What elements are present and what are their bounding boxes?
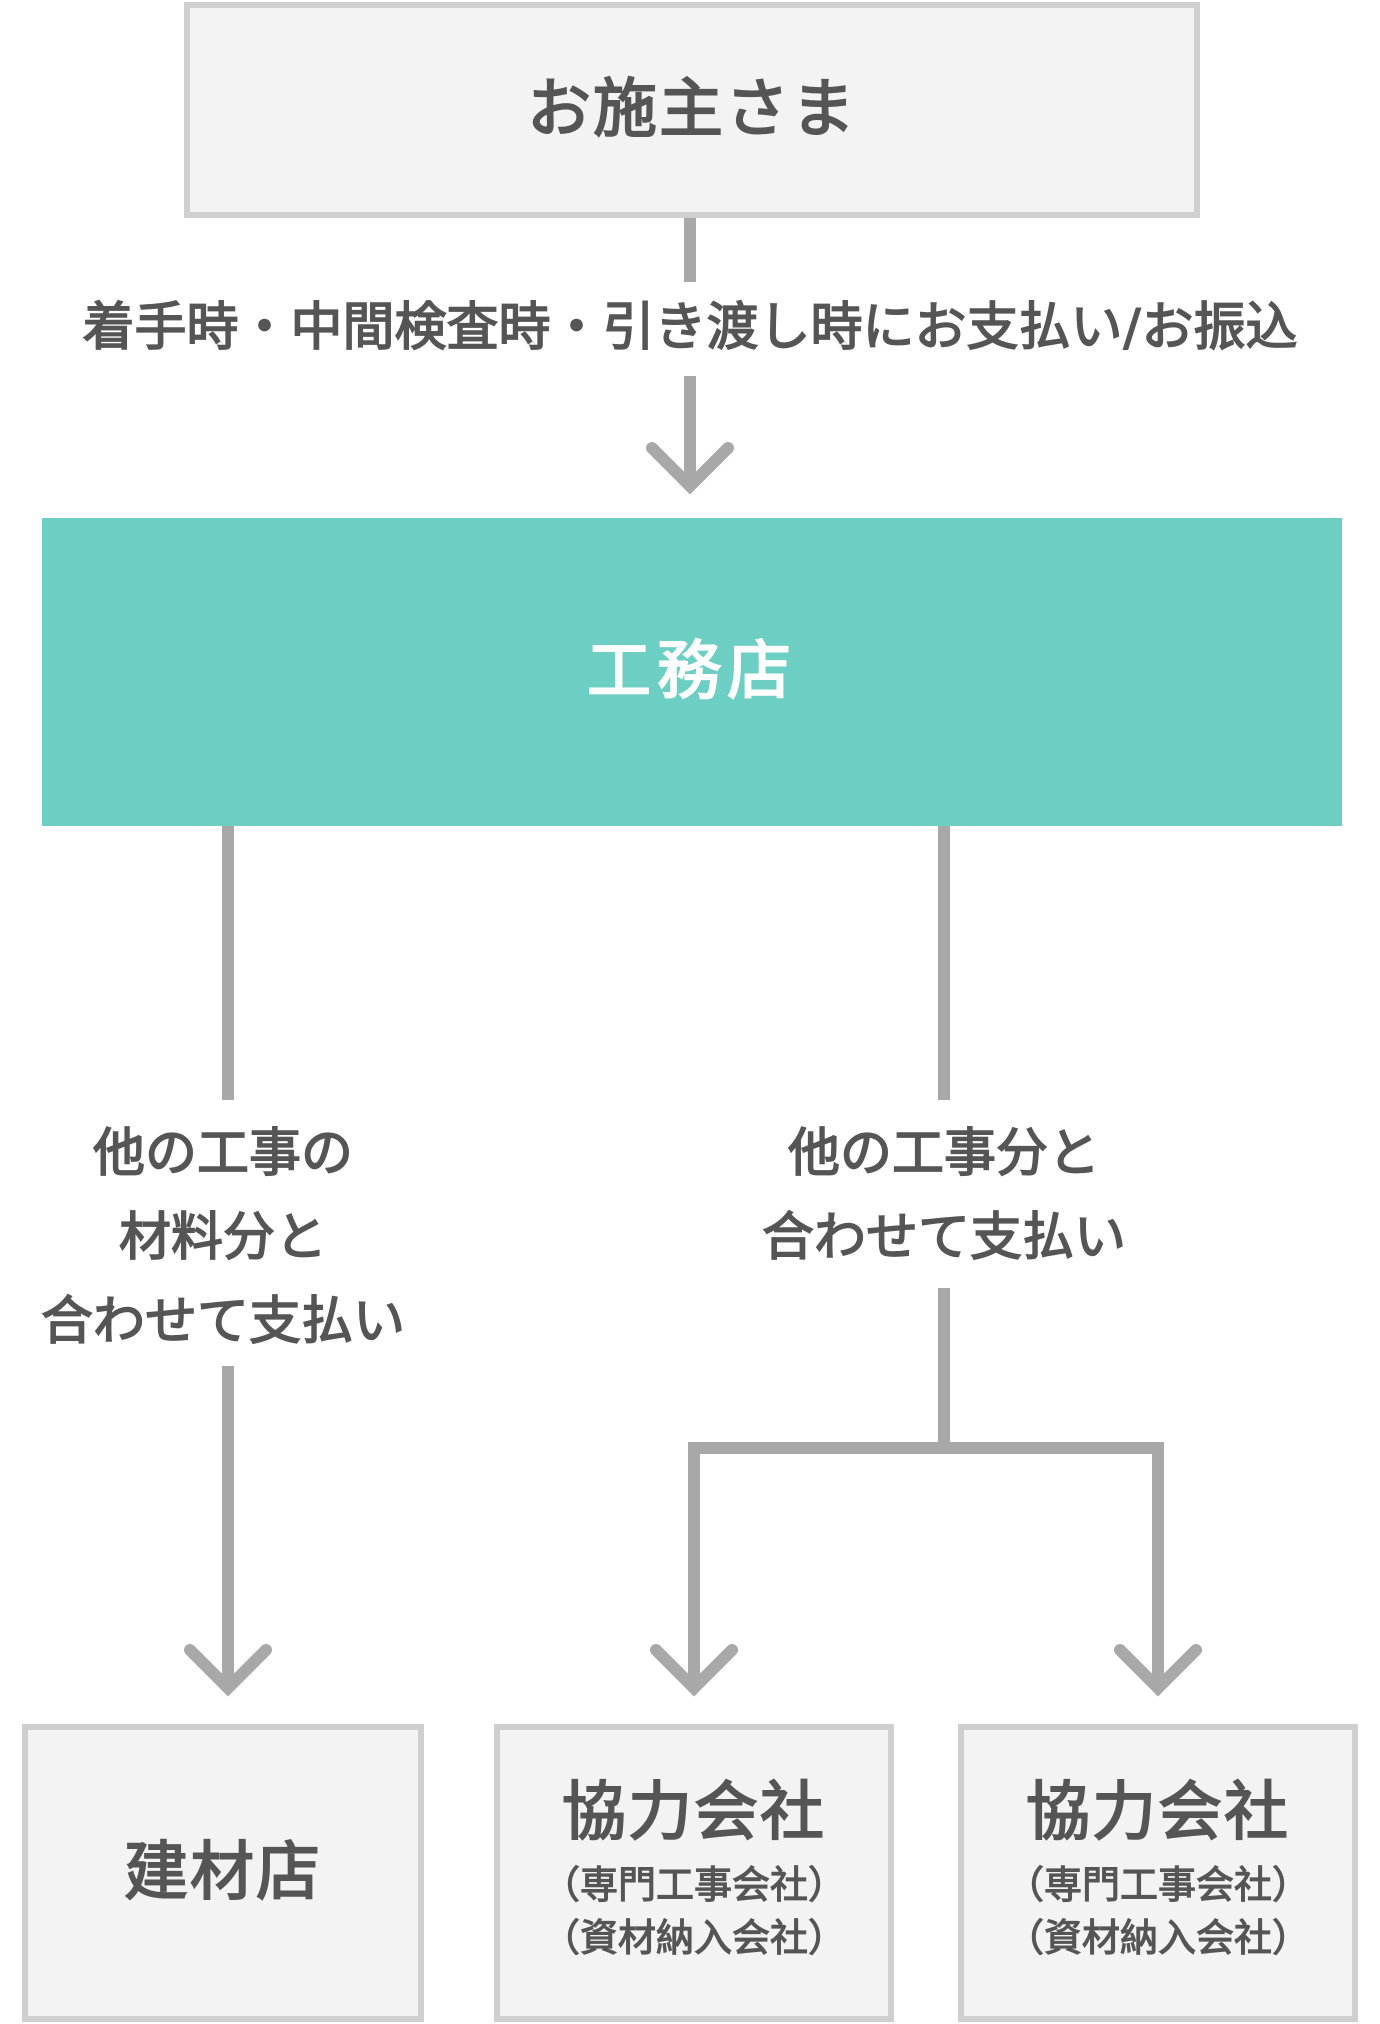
client-label: お施主さま: [527, 73, 857, 147]
partner-supplier-label: （資材納入会社）: [1005, 1916, 1310, 1960]
arrowhead-contractor: [646, 442, 734, 495]
partner-company-label: 協力会社: [562, 1775, 826, 1850]
arrowhead-partner-1: [650, 1644, 738, 1697]
left-branch-label: 他の工事の 材料分と 合わせて支払い: [0, 1112, 446, 1364]
partner-company-box: 協力会社 （専門工事会社） （資材納入会社）: [494, 1724, 894, 2022]
right-branch-line: 合わせて支払い: [761, 1208, 1126, 1268]
arrowhead-material-store: [184, 1644, 272, 1697]
left-branch-line: 他の工事の: [92, 1124, 353, 1184]
contractor-box: 工務店: [42, 518, 1342, 826]
partner-company-box: 協力会社 （専門工事会社） （資材納入会社）: [958, 1724, 1358, 2022]
left-branch-line: 材料分と: [118, 1208, 327, 1268]
material-store-box: 建材店: [22, 1724, 424, 2022]
client-box: お施主さま: [184, 2, 1200, 218]
left-branch-line: 合わせて支払い: [40, 1292, 405, 1352]
partner-supplier-label: （資材納入会社）: [541, 1916, 846, 1960]
contractor-label: 工務店: [587, 635, 797, 709]
right-branch-label: 他の工事分と 合わせて支払い: [694, 1112, 1194, 1280]
payment-label: 着手時・中間検査時・引き渡し時にお支払い/お振込: [82, 298, 1298, 358]
material-store-label: 建材店: [124, 1836, 322, 1910]
partner-specialty-label: （専門工事会社）: [541, 1862, 846, 1907]
partner-specialty-label: （専門工事会社）: [1005, 1862, 1310, 1907]
partner-company-label: 協力会社: [1026, 1775, 1290, 1850]
arrowhead-partner-2: [1114, 1644, 1202, 1697]
right-branch-line: 他の工事分と: [787, 1124, 1100, 1184]
connector-split: [688, 1442, 1164, 1686]
